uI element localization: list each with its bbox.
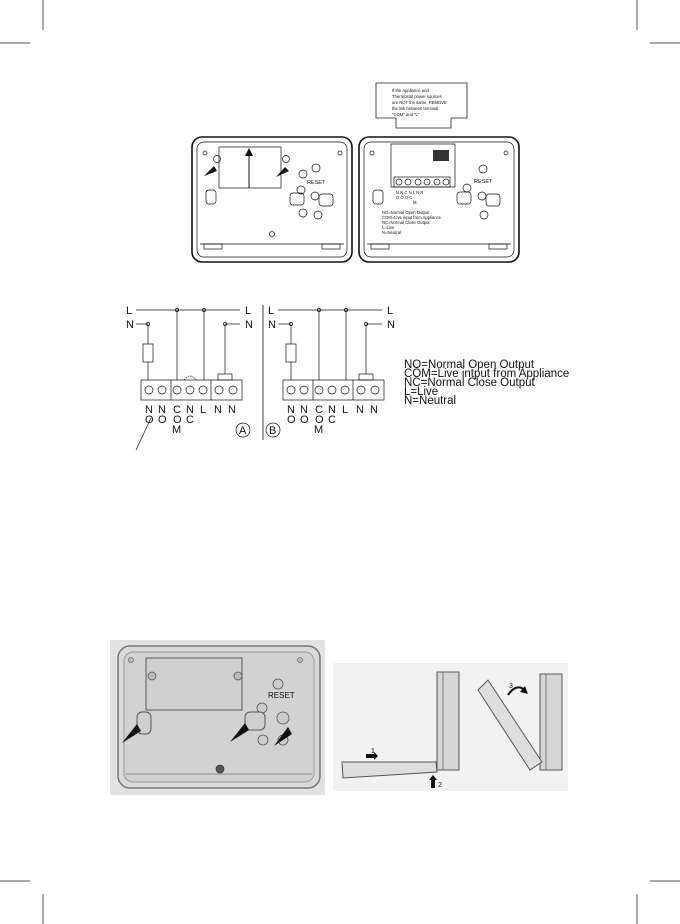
neutral-label: N [387, 319, 395, 331]
live-label: L [245, 305, 251, 317]
note-line-1: If the Appliance and [392, 88, 429, 93]
note-line-5: "COM" and "L" [392, 112, 420, 117]
terminal-label: M [314, 424, 323, 436]
mini-legend-4: L=Live [382, 225, 395, 230]
terminal-label: N [228, 404, 236, 416]
terminal-label: C [315, 404, 323, 416]
mini-legend-2: COM=Live input from Appliance [382, 215, 442, 220]
live-label: L [268, 305, 274, 317]
terminal-label: N [356, 404, 364, 416]
terminal-label: L [200, 404, 206, 416]
note-line-2: Thermostat power sources [392, 94, 442, 99]
terminal-legend: NO=Normal Open Output COM=Live intput fr… [404, 359, 569, 407]
arrow-icon [230, 723, 249, 742]
terminal-label: N [300, 404, 308, 416]
arrow-icon [429, 775, 437, 788]
thermostat-back-panel-left: RESET [191, 136, 353, 263]
terminal-label: C [173, 404, 181, 416]
terminal-row1: N N C N L N N [396, 190, 423, 195]
terminal-label: N [158, 404, 166, 416]
thermostat-back-photo: RESET [110, 640, 325, 795]
neutral-label: N [268, 319, 276, 331]
terminal-label: N [186, 404, 194, 416]
terminal-label: N [287, 404, 295, 416]
reset-label: RESET [474, 179, 493, 185]
reset-label: RESET [268, 691, 295, 700]
arrow-icon [366, 752, 378, 760]
terminal-row3: M [413, 200, 417, 205]
diagram-a-label: A [239, 425, 247, 437]
terminal-label: O [315, 414, 324, 426]
arrow-icon [276, 167, 289, 177]
arrow-icon [520, 686, 528, 694]
battery-cover-steps-photo: 1 2 3 [333, 663, 568, 791]
neutral-label: N [126, 319, 134, 331]
legend-n: N=Neutral [404, 395, 456, 407]
terminal-label: O [287, 414, 296, 426]
mini-legend-1: NO=Normal Open Output [382, 210, 430, 215]
live-label: L [387, 305, 393, 317]
wiring-diagram-b: L N L N N N C N L N N O O O [265, 305, 395, 438]
legend-com: COM=Live intput from Appliance [404, 368, 569, 380]
terminal-label: N [370, 404, 378, 416]
note-line-4: the link between terminal [392, 106, 438, 111]
terminal-label: O [173, 414, 182, 426]
warning-note-card: If the Appliance and Thermostat power so… [375, 82, 468, 129]
diagram-a-badge [235, 422, 251, 438]
reset-label: RESET [307, 180, 326, 186]
terminal-label: O [300, 414, 309, 426]
terminal-label: N [145, 404, 153, 416]
wiring-diagram-a: L N L N N N C N L N N O O O [126, 305, 253, 451]
terminal-label: M [172, 424, 181, 436]
mini-legend-5: N=Neutral [382, 230, 401, 235]
legend-no: NO=Normal Open Output [404, 359, 535, 371]
arrow-icon [122, 724, 141, 743]
step-2-label: 2 [438, 782, 442, 789]
arrow-icon [274, 727, 292, 746]
terminal-label: O [158, 414, 167, 426]
terminal-row2: O O O C [396, 195, 412, 200]
terminal-label: L [342, 404, 348, 416]
diagram-b-label: B [269, 425, 276, 437]
mini-legend-3: NC=Normal Close Output [382, 220, 430, 225]
arrow-icon [204, 166, 217, 176]
step-3-label: 3 [509, 683, 513, 690]
terminal-label: C [328, 414, 336, 426]
legend-nc: NC=Normal Close Output [404, 377, 536, 389]
live-label: L [126, 305, 132, 317]
terminal-label: N [328, 404, 336, 416]
diagram-b-badge [265, 422, 281, 438]
terminal-label: N [214, 404, 222, 416]
thermostat-back-panel-right: N N C N L N N O O O C M RESET NO=Normal … [358, 136, 520, 263]
legend-l: L=Live [404, 386, 438, 398]
note-line-3: are NOT the same, REMOVE [392, 100, 447, 105]
step-1-label: 1 [371, 748, 375, 755]
terminal-label: C [186, 414, 194, 426]
terminal-label: O [145, 414, 154, 426]
neutral-label: N [245, 319, 253, 331]
